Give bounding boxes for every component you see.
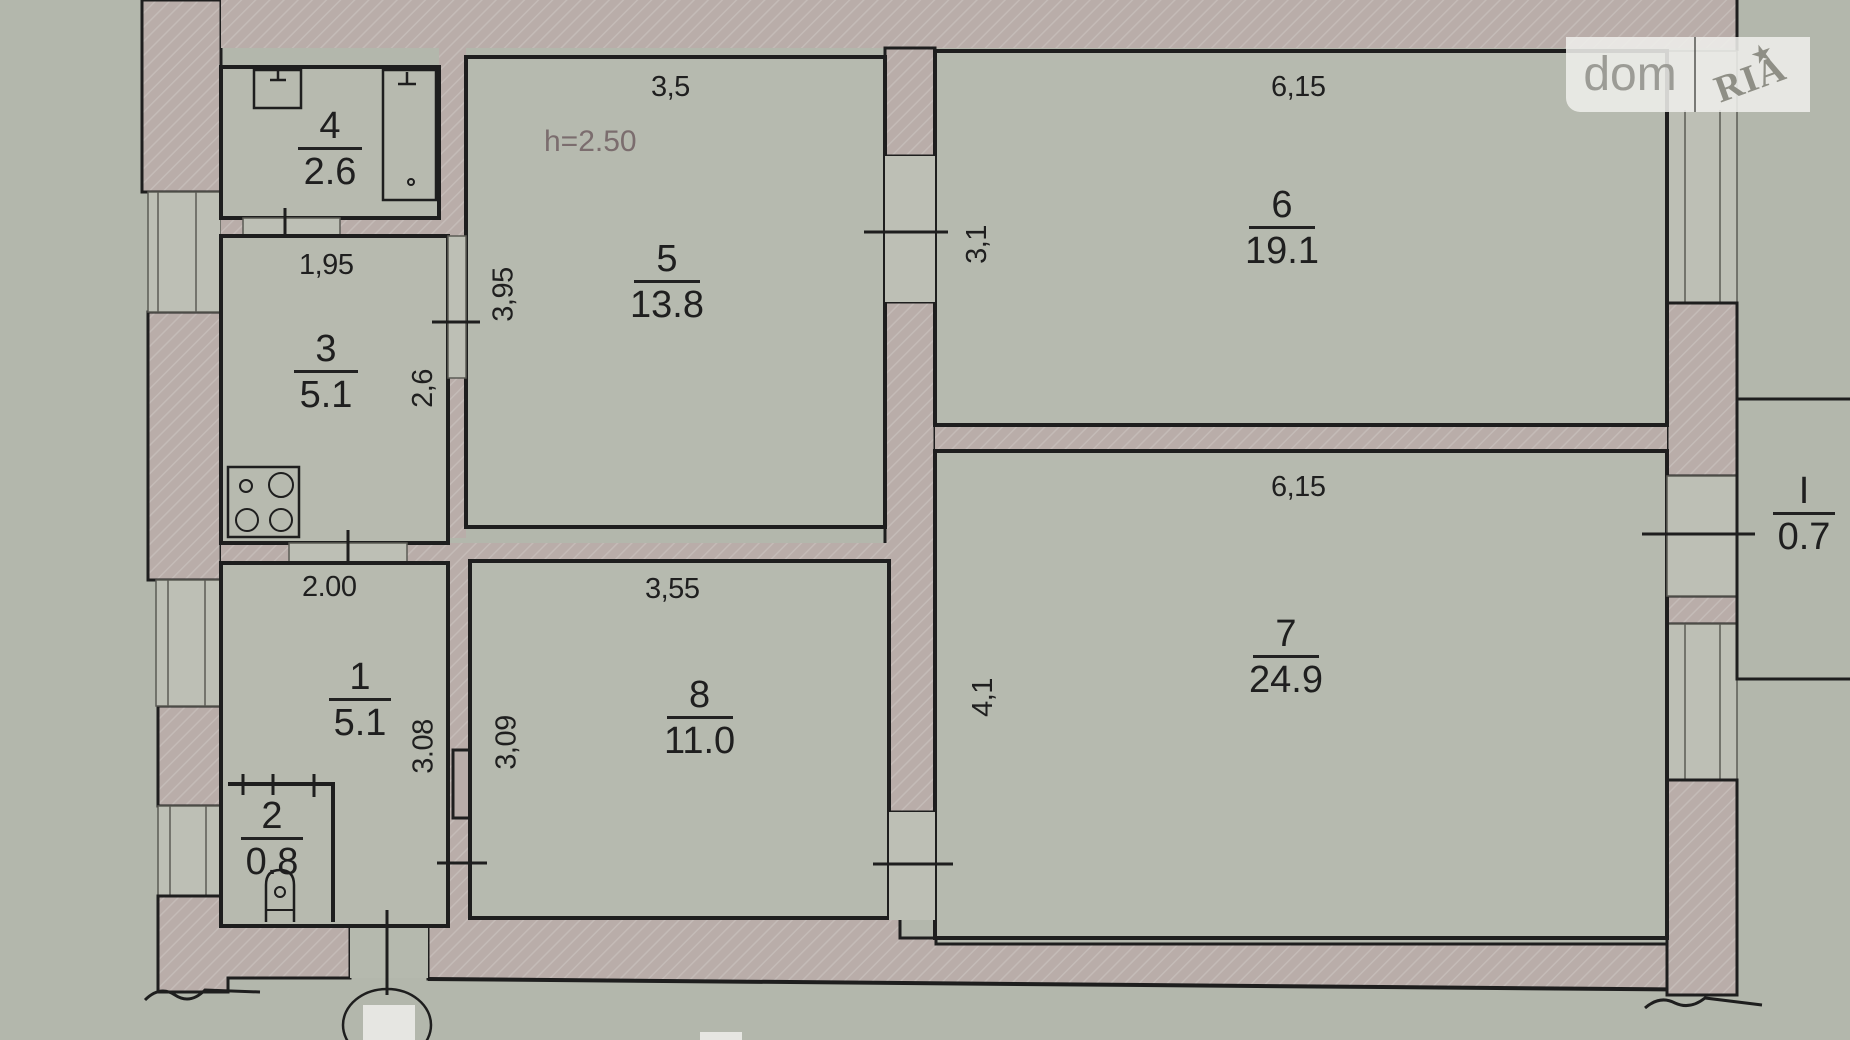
room-7	[933, 449, 1669, 940]
dim-room8-width: 3,55	[645, 573, 700, 605]
room-2-toilet	[228, 774, 335, 922]
room-I-balcony	[1735, 397, 1850, 681]
dim-room5-width: 3,5	[651, 71, 690, 103]
room-3-kitchen	[219, 234, 450, 545]
room-8	[468, 559, 891, 920]
logo-divider	[1694, 37, 1696, 112]
dim-room6-width: 6,15	[1271, 71, 1326, 103]
dim-room7-depth: 4,1	[966, 678, 999, 717]
stove-icon	[226, 465, 301, 539]
dim-room3-width: 1,95	[299, 249, 354, 281]
toilet-icon	[264, 868, 296, 922]
dim-room6-depth: 3,1	[960, 225, 993, 264]
logo-dom-text: dom	[1583, 48, 1677, 101]
ceiling-height-note: h=2.50	[544, 125, 637, 158]
dim-room8-depth: 3,09	[490, 715, 523, 770]
dim-room5-depth: 3,95	[487, 267, 520, 322]
door-4-3	[242, 217, 341, 237]
dim-room7-width: 6,15	[1271, 471, 1326, 503]
dim-room1-depth: 3.08	[407, 719, 440, 774]
room-6	[933, 49, 1669, 427]
logo-ria-text: RIA	[1709, 46, 1792, 112]
entrance-marker	[341, 987, 433, 1040]
logo-ria: ★ RIA	[1696, 37, 1810, 112]
bathtub-icon	[381, 68, 438, 202]
dim-room1-width: 2.00	[302, 571, 357, 603]
domria-watermark-logo: dom ★ RIA	[1566, 37, 1810, 112]
dim-room3-depth: 2,6	[406, 369, 439, 408]
